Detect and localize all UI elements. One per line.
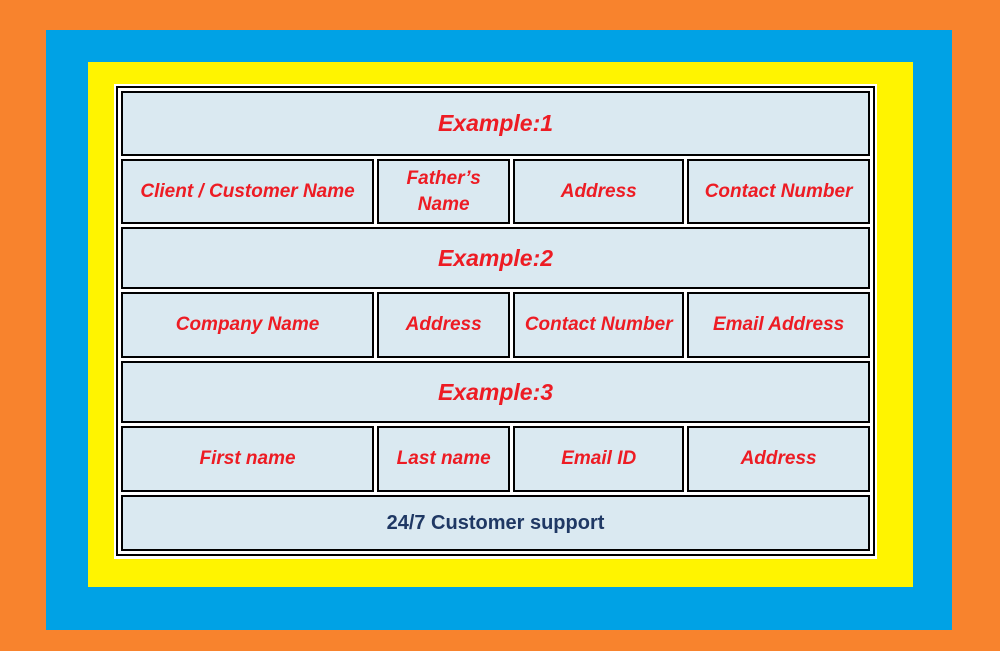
example-3-title: Example:3 [121,361,870,423]
contact-list-table: Example:1 Client / Customer Name Father’… [116,86,875,556]
header-company-name: Company Name [121,292,375,358]
header-address-2: Address [377,292,511,358]
header-first-name: First name [121,426,375,492]
header-address-1: Address [513,159,685,224]
header-last-name: Last name [377,426,511,492]
table-row: Example:2 [121,227,870,289]
table-row: Example:1 [121,91,870,156]
white-sheet: Example:1 Client / Customer Name Father’… [114,84,877,559]
middle-blue-frame: Example:1 Client / Customer Name Father’… [46,30,952,630]
customer-support-footer: 24/7 Customer support [121,495,870,551]
example-2-title: Example:2 [121,227,870,289]
table-row: Example:3 [121,361,870,423]
inner-yellow-frame: Example:1 Client / Customer Name Father’… [88,62,913,587]
header-contact-number-1: Contact Number [687,159,870,224]
header-email-address: Email Address [687,292,870,358]
header-contact-number-2: Contact Number [513,292,685,358]
header-email-id: Email ID [513,426,685,492]
table-row: 24/7 Customer support [121,495,870,551]
table-row: Client / Customer Name Father’s Name Add… [121,159,870,224]
header-fathers-name: Father’s Name [377,159,511,224]
header-address-3: Address [687,426,870,492]
table-row: First name Last name Email ID Address [121,426,870,492]
header-client-customer-name: Client / Customer Name [121,159,375,224]
example-1-title: Example:1 [121,91,870,156]
table-row: Company Name Address Contact Number Emai… [121,292,870,358]
